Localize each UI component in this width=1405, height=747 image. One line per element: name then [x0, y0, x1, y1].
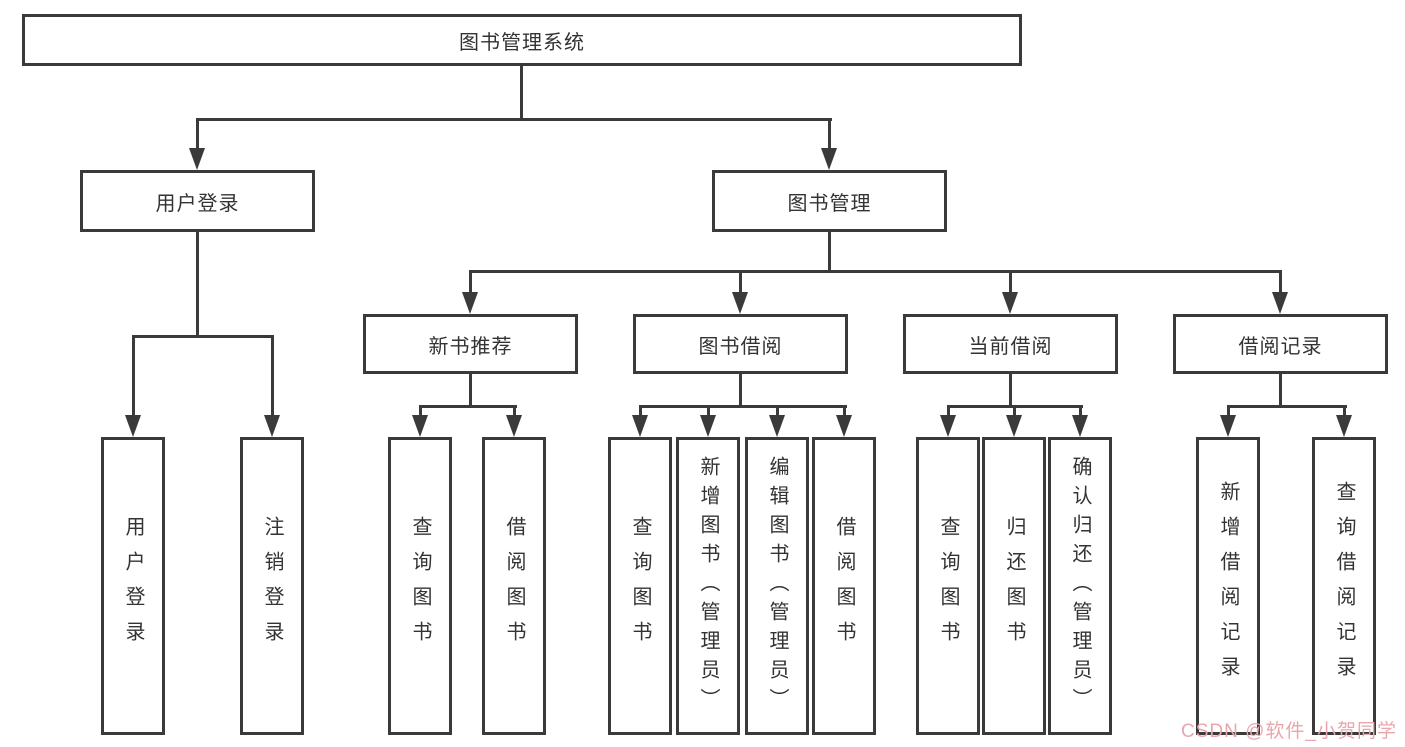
arrowhead-return-books-icon — [1006, 415, 1022, 437]
edge-drop-add-record — [1227, 405, 1230, 417]
node-book-borrowing-label: 图书借阅 — [698, 335, 783, 358]
edge-drop-borrowing-borrow — [843, 405, 846, 417]
leaf-logout-label: 注销登录 — [261, 516, 283, 656]
node-user-login-label: 用户登录 — [155, 192, 240, 215]
leaf-add-borrow-record: 新增借阅记录 — [1196, 437, 1260, 735]
edge-book-borrowing-stem — [739, 374, 742, 407]
leaf-add-borrow-record-label: 新增借阅记录 — [1217, 481, 1239, 691]
leaf-return-books: 归还图书 — [982, 437, 1046, 735]
edge-drop-borrowing-records — [1279, 270, 1282, 294]
edge-new-book-recommend-stem — [469, 374, 472, 407]
leaf-edit-books-admin: 编辑图书（管理员） — [745, 437, 809, 735]
node-current-borrowing-label: 当前借阅 — [968, 335, 1053, 358]
leaf-user-login: 用户登录 — [101, 437, 165, 735]
node-book-management: 图书管理 — [712, 170, 947, 232]
leaf-recommend-query-books: 查询图书 — [388, 437, 452, 735]
arrowhead-current-borrowing-icon — [1002, 292, 1018, 314]
arrowhead-recommend-borrow-icon — [506, 415, 522, 437]
leaf-borrowing-query-books-label: 查询图书 — [629, 516, 651, 656]
edge-borrowing-records-stem — [1279, 374, 1282, 407]
edge-user-login-stem — [196, 232, 199, 337]
arrowhead-recommend-query-icon — [412, 415, 428, 437]
edge-root-stem — [520, 66, 523, 120]
edge-drop-edit-books — [776, 405, 779, 417]
leaf-logout: 注销登录 — [240, 437, 304, 735]
arrowhead-edit-books-icon — [769, 415, 785, 437]
edge-drop-new-book-recommend — [469, 270, 472, 294]
leaf-query-borrow-record-label: 查询借阅记录 — [1333, 481, 1355, 691]
node-current-borrowing: 当前借阅 — [903, 314, 1118, 374]
node-user-login: 用户登录 — [80, 170, 315, 232]
node-root: 图书管理系统 — [22, 14, 1022, 66]
arrowhead-leaf-logout-icon — [264, 415, 280, 437]
node-new-book-recommend-label: 新书推荐 — [428, 335, 513, 358]
leaf-recommend-borrow-books: 借阅图书 — [482, 437, 546, 735]
leaf-recommend-borrow-books-label: 借阅图书 — [503, 516, 525, 656]
leaf-borrowing-borrow-books-label: 借阅图书 — [833, 516, 855, 656]
arrowhead-user-login-icon — [189, 148, 205, 170]
edge-drop-add-books — [707, 405, 710, 417]
leaf-query-borrow-record: 查询借阅记录 — [1312, 437, 1376, 735]
leaf-edit-books-admin-label: 编辑图书（管理员） — [766, 455, 788, 717]
edge-drop-query-record — [1343, 405, 1346, 417]
leaf-borrowing-query-books: 查询图书 — [608, 437, 672, 735]
edge-new-book-recommend-bus — [419, 405, 517, 408]
arrowhead-add-record-icon — [1220, 415, 1236, 437]
node-root-label: 图书管理系统 — [459, 31, 585, 54]
csdn-watermark: CSDN @软件_小贺同学 — [1181, 721, 1397, 742]
edge-drop-return-books — [1013, 405, 1016, 417]
leaf-confirm-return-admin-label: 确认归还（管理员） — [1069, 455, 1091, 717]
leaf-user-login-label: 用户登录 — [122, 516, 144, 656]
edge-drop-current-query — [947, 405, 950, 417]
arrowhead-new-book-recommend-icon — [462, 292, 478, 314]
arrowhead-book-borrowing-icon — [732, 292, 748, 314]
edge-drop-leaf-user-login — [132, 335, 135, 417]
leaf-add-books-admin-label: 新增图书（管理员） — [697, 455, 719, 717]
edge-book-management-bus — [469, 270, 1282, 273]
edge-drop-borrowing-query — [639, 405, 642, 417]
leaf-current-query-books: 查询图书 — [916, 437, 980, 735]
arrowhead-add-books-icon — [700, 415, 716, 437]
leaf-current-query-books-label: 查询图书 — [937, 516, 959, 656]
edge-drop-book-borrowing — [739, 270, 742, 294]
edge-drop-current-borrowing — [1009, 270, 1012, 294]
arrowhead-confirm-return-icon — [1072, 415, 1088, 437]
leaf-add-books-admin: 新增图书（管理员） — [676, 437, 740, 735]
edge-drop-recommend-borrow — [513, 405, 516, 417]
edge-book-management-stem — [828, 232, 831, 272]
leaf-confirm-return-admin: 确认归还（管理员） — [1048, 437, 1112, 735]
edge-drop-book-management — [828, 118, 831, 150]
arrowhead-borrowing-borrow-icon — [836, 415, 852, 437]
node-borrowing-records-label: 借阅记录 — [1238, 335, 1323, 358]
edge-user-login-bus — [132, 335, 274, 338]
arrowhead-leaf-user-login-icon — [125, 415, 141, 437]
arrowhead-book-management-icon — [821, 148, 837, 170]
edge-root-bus — [196, 118, 832, 121]
leaf-return-books-label: 归还图书 — [1003, 516, 1025, 656]
edge-book-borrowing-bus — [639, 405, 847, 408]
leaf-borrowing-borrow-books: 借阅图书 — [812, 437, 876, 735]
edge-drop-leaf-logout — [271, 335, 274, 417]
node-book-borrowing: 图书借阅 — [633, 314, 848, 374]
arrowhead-borrowing-query-icon — [632, 415, 648, 437]
node-new-book-recommend: 新书推荐 — [363, 314, 578, 374]
edge-drop-user-login — [196, 118, 199, 150]
edge-drop-confirm-return — [1079, 405, 1082, 417]
edge-drop-recommend-query — [419, 405, 422, 417]
edge-borrowing-records-bus — [1227, 405, 1347, 408]
leaf-recommend-query-books-label: 查询图书 — [409, 516, 431, 656]
arrowhead-query-record-icon — [1336, 415, 1352, 437]
arrowhead-borrowing-records-icon — [1272, 292, 1288, 314]
node-book-management-label: 图书管理 — [787, 192, 872, 215]
node-borrowing-records: 借阅记录 — [1173, 314, 1388, 374]
arrowhead-current-query-icon — [940, 415, 956, 437]
edge-current-borrowing-stem — [1009, 374, 1012, 407]
